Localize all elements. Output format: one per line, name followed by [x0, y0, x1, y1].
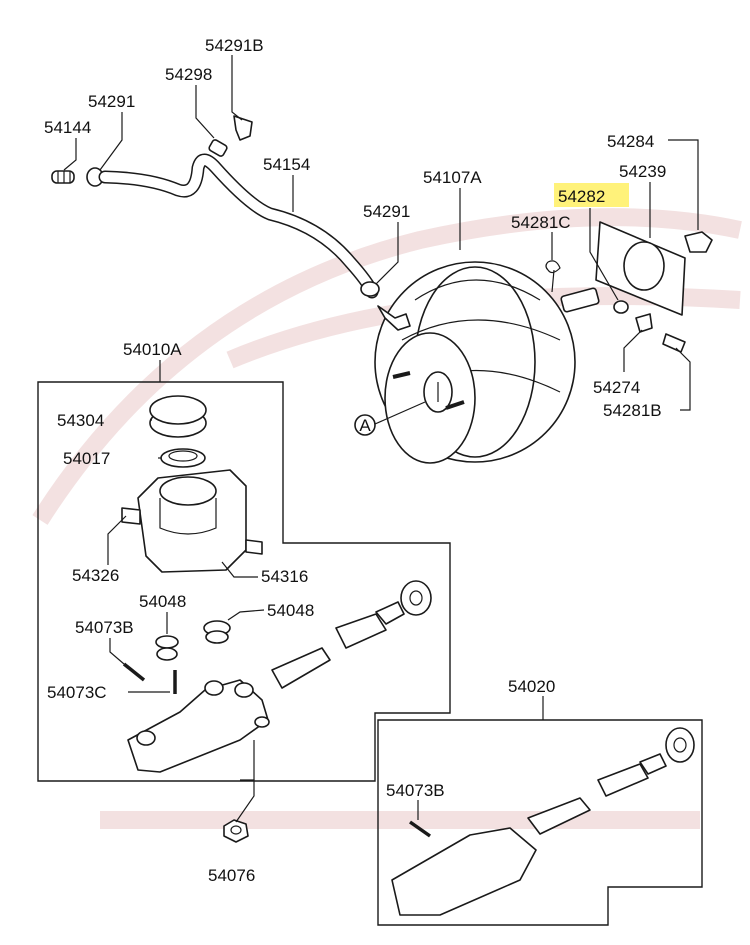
label-54326: 54326: [72, 566, 119, 585]
kit-stopper: [665, 727, 695, 763]
label-54020: 54020: [508, 677, 555, 696]
valve-bracket: [233, 115, 253, 141]
view-a-circle: [354, 414, 376, 436]
label-54304: 54304: [57, 411, 104, 430]
piston-stopper: [400, 580, 432, 616]
label-54291-mid: 54291: [363, 202, 410, 221]
label-54154: 54154: [263, 155, 310, 174]
group-frame-54020: [377, 719, 703, 926]
booster-vacuum-nipple: [377, 305, 411, 331]
view-a-marker: A: [354, 401, 426, 436]
spring-pin-54073B: [122, 662, 146, 682]
label-54281C: 54281C: [511, 213, 571, 232]
piston-assembly: [271, 580, 432, 689]
vacuum-hose-assembly: [51, 115, 380, 299]
booster-nut: [684, 231, 713, 253]
clevis: [560, 287, 600, 313]
leader-lines: [63, 55, 699, 823]
kit-primary-spring: [597, 763, 649, 797]
part-labels: 54291B 54298 54291 54144 54154 54107A 54…: [44, 36, 666, 885]
clevis-assembly: [545, 260, 686, 353]
reservoir-seal: [160, 448, 206, 468]
primary-piston-spring: [335, 613, 387, 649]
retaining-clip: [635, 313, 653, 333]
kit-secondary-spring: [527, 797, 591, 835]
label-54291B: 54291B: [205, 36, 264, 55]
reservoir: [121, 469, 263, 573]
highlight-54282: [554, 183, 629, 207]
kit-54020-parts: [391, 727, 695, 916]
label-54274: 54274: [593, 378, 640, 397]
master-cylinder-body: [127, 679, 270, 773]
brake-booster: [374, 261, 576, 464]
reservoir-tab: [121, 507, 141, 525]
hose-end-fitting: [51, 170, 75, 184]
label-54281B: 54281B: [603, 401, 662, 420]
label-54073C: 54073C: [47, 683, 107, 702]
grommet-right: [203, 620, 231, 644]
secondary-piston-spring: [271, 647, 331, 689]
label-54010A: 54010A: [123, 340, 182, 359]
label-54073B-left: 54073B: [75, 618, 134, 637]
reservoir-cap: [149, 395, 207, 438]
primary-piston: [375, 601, 405, 625]
label-54316: 54316: [261, 567, 308, 586]
check-valve: [208, 139, 228, 157]
clevis-pin: [662, 333, 686, 353]
label-54284: 54284: [607, 132, 654, 151]
label-54076: 54076: [208, 866, 255, 885]
label-54048-right: 54048: [267, 601, 314, 620]
spring-pin-kit: [408, 820, 432, 838]
kit-cylinder-body: [391, 827, 537, 916]
label-54073B-right: 54073B: [386, 781, 445, 800]
label-54048-left: 54048: [139, 592, 186, 611]
washer: [613, 300, 629, 314]
group-frame-54010A: [37, 381, 451, 782]
label-54239: 54239: [619, 162, 666, 181]
grommet-left: [155, 635, 179, 661]
kit-piston: [639, 753, 667, 775]
label-54144: 54144: [44, 118, 91, 137]
label-54017: 54017: [63, 449, 110, 468]
label-54107A: 54107A: [423, 168, 482, 187]
bolt-54076: [223, 819, 249, 843]
hose-clip-lower: [360, 281, 380, 297]
label-54291-top: 54291: [88, 92, 135, 111]
reservoir-nipple: [245, 539, 263, 555]
label-54298: 54298: [165, 65, 212, 84]
label-54282: 54282: [558, 187, 605, 206]
gasket: [595, 221, 686, 316]
clevis-pin-clip: [545, 260, 561, 293]
view-a-letter: A: [359, 416, 371, 435]
